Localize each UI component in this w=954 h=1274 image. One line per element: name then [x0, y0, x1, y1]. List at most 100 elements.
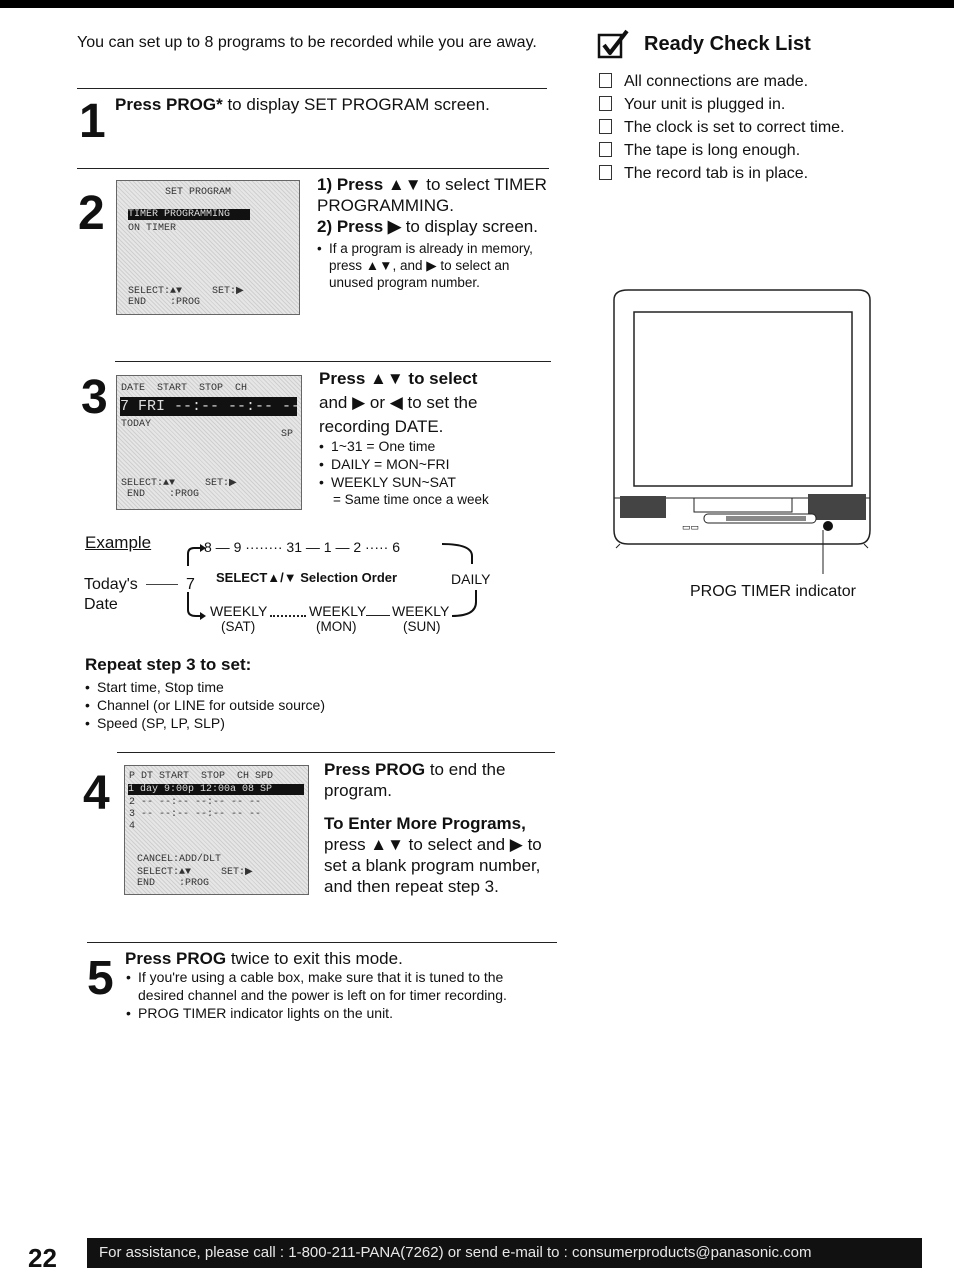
- step4-screen-r4: 4: [129, 821, 136, 832]
- checklist-item: All connections are made.: [599, 72, 919, 95]
- step5-rule: [87, 942, 557, 943]
- example-weekly-sat: WEEKLY: [210, 603, 268, 619]
- checkbox-icon: [599, 96, 612, 111]
- example-label: Example: [85, 533, 152, 552]
- step4-screen-r2: 2 -- --:-- --:-- -- --: [129, 797, 262, 808]
- step4-screen-select: SELECT:▲▼ SET:▶: [137, 867, 253, 878]
- step4-number: 4: [83, 767, 110, 820]
- checklist-item: The record tab is in place.: [599, 164, 919, 187]
- step4-screen-r3: 3 -- --:-- --:-- -- --: [129, 809, 262, 820]
- checklist-item-text: Your unit is plugged in.: [624, 96, 786, 113]
- step4-screen-end: END :PROG: [137, 878, 210, 889]
- step4-text: to end the program.: [324, 760, 506, 800]
- step4-screen-cancel: CANCEL:ADD/DLT: [137, 854, 222, 865]
- step2-rule: [77, 168, 549, 169]
- step5-bullet-2: PROG TIMER indicator lights on the unit.: [126, 1004, 546, 1022]
- checkbox-icon: [599, 119, 612, 134]
- prog-timer-label: PROG TIMER indicator: [690, 583, 856, 600]
- checklist-item-text: The record tab is in place.: [624, 165, 809, 182]
- step4-instructions: Press PROG to end the program. To Enter …: [324, 759, 556, 897]
- step2-i2-bold: 2) Press ▶: [317, 217, 401, 236]
- step3-screen-row: 7 FRI --:-- --:-- --: [120, 397, 301, 416]
- tv-vcr-illustration: ▭▭: [613, 289, 871, 574]
- step2-instruction-1: 1) Press ▲▼ to select TIMER PROGRAMMING.: [317, 174, 549, 216]
- step3-line1: Press ▲▼ to select: [319, 369, 478, 388]
- step5-text: Press PROG twice to exit this mode.: [125, 948, 565, 969]
- step2-instruction-2: 2) Press ▶ to display screen.: [317, 216, 549, 237]
- step5-rest: twice to exit this mode.: [226, 949, 403, 968]
- step3-screen-select: SELECT:▲▼ SET:▶: [121, 478, 237, 489]
- example-dash: [366, 615, 390, 616]
- example-daily: DAILY: [451, 571, 491, 587]
- step4-screen-header: P DT START STOP CH SPD: [129, 771, 274, 782]
- example-top-sequence: 8 — 9 ········ 31 — 1 — 2 ····· 6: [204, 539, 401, 555]
- checklist-title: Ready Check List: [644, 33, 811, 55]
- step3-screen: DATE START STOP CH 7 FRI --:-- --:-- -- …: [116, 375, 302, 510]
- step2-i1-bold: 1) Press ▲▼: [317, 175, 422, 194]
- prog-timer-light: [823, 521, 833, 531]
- checkbox-icon: [599, 142, 612, 157]
- repeat-item-3: Speed (SP, LP, SLP): [85, 714, 405, 732]
- step5-bullet-1: If you're using a cable box, make sure t…: [126, 968, 546, 1004]
- intro-text: You can set up to 8 programs to be recor…: [77, 34, 537, 51]
- step4-more-title: To Enter More Programs,: [324, 814, 526, 833]
- step1-rest: to display SET PROGRAM screen.: [222, 95, 490, 114]
- step1-number: 1: [79, 95, 106, 148]
- example-mon: (MON): [316, 619, 357, 634]
- example-dots: [270, 615, 306, 617]
- step2-screen-highlight: TIMER PROGRAMMING: [128, 209, 250, 220]
- step3-line3: recording DATE.: [319, 417, 444, 436]
- example-date: Date: [84, 596, 118, 613]
- step2-screen-select: SELECT:▲▼ SET:▶: [128, 286, 244, 297]
- example-weekly-sun: WEEKLY: [392, 603, 450, 619]
- example-sun: (SUN): [403, 619, 441, 634]
- repeat-list: Start time, Stop time Channel (or LINE f…: [85, 678, 405, 732]
- step3-line2: and ▶ or ◀ to set the: [319, 393, 478, 412]
- step5-bold: Press PROG: [125, 949, 227, 968]
- step3-bullet-2: DAILY = MON~FRI: [319, 455, 551, 473]
- checklist-item-text: All connections are made.: [624, 73, 809, 90]
- checklist: All connections are made. Your unit is p…: [599, 72, 919, 187]
- repeat-item-2: Channel (or LINE for outside source): [85, 696, 405, 714]
- example-pointer-line: [146, 584, 178, 585]
- top-bar: [0, 0, 954, 8]
- assistance-footer: For assistance, please call : 1-800-211-…: [87, 1238, 922, 1268]
- step3-screen-sp: SP: [281, 429, 294, 440]
- step2-note: If a program is already in memory, press…: [317, 240, 549, 291]
- step2-instructions: 1) Press ▲▼ to select TIMER PROGRAMMING.…: [317, 174, 549, 291]
- step4-screen-row: 1 day 9:00p 12:00a 08 SP: [128, 784, 304, 795]
- step3-screen-end: END :PROG: [127, 489, 200, 500]
- step2-screen-end: END :PROG: [128, 297, 201, 308]
- step2-screen-ontimer: ON TIMER: [128, 223, 177, 234]
- step3-rule: [115, 361, 551, 362]
- step4-more-text: press ▲▼ to select and ▶ to set a blank …: [324, 835, 542, 896]
- example-sat: (SAT): [221, 619, 256, 634]
- step2-i1-text: to select TIMER PROGRAMMING.: [317, 175, 547, 215]
- repeat-title: Repeat step 3 to set:: [85, 655, 252, 674]
- step3-screen-today: TODAY: [121, 419, 152, 430]
- checklist-item: Your unit is plugged in.: [599, 95, 919, 118]
- checklist-item: The tape is long enough.: [599, 141, 919, 164]
- step2-number: 2: [78, 187, 105, 240]
- step1-text: Press PROG* to display SET PROGRAM scree…: [115, 94, 555, 115]
- checkbox-icon: [599, 73, 612, 88]
- step2-i2-text: to display screen.: [400, 217, 538, 236]
- example-seven: 7: [186, 576, 195, 593]
- page-number: 22: [28, 1243, 57, 1273]
- step1-bold: Press PROG*: [115, 95, 223, 114]
- step4-screen: P DT START STOP CH SPD 1 day 9:00p 12:00…: [124, 765, 309, 895]
- step3-bullet-1: 1~31 = One time: [319, 437, 551, 455]
- checklist-item-text: The clock is set to correct time.: [624, 119, 845, 136]
- step3-bullet-3: WEEKLY SUN~SAT: [319, 473, 551, 491]
- step4-rule: [117, 752, 555, 753]
- svg-text:▭▭: ▭▭: [682, 522, 699, 532]
- left-speaker-grille: [620, 496, 666, 518]
- step5-list: If you're using a cable box, make sure t…: [126, 968, 546, 1022]
- step3-number: 3: [81, 371, 108, 424]
- step1-rule: [77, 88, 547, 89]
- step3-screen-header: DATE START STOP CH: [121, 383, 248, 394]
- checklist-item-text: The tape is long enough.: [624, 142, 801, 159]
- step2-screen: SET PROGRAM TIMER PROGRAMMING ON TIMER S…: [116, 180, 300, 315]
- example-order-label: SELECT▲/▼ Selection Order: [216, 570, 398, 585]
- checklist-item: The clock is set to correct time.: [599, 118, 919, 141]
